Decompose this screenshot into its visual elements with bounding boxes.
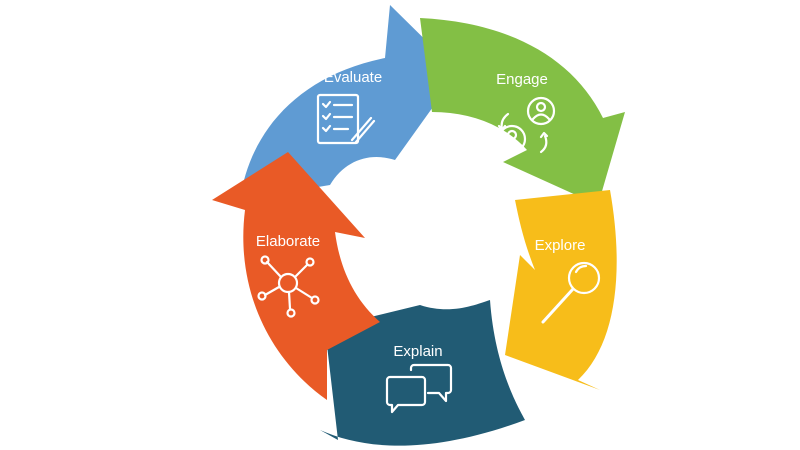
segment-engage: Engage	[420, 18, 625, 205]
network-icon	[257, 255, 320, 318]
label-engage: Engage	[496, 71, 548, 88]
arrow-explore	[505, 190, 617, 390]
magnifier-icon	[541, 261, 601, 324]
arrow-explain	[320, 300, 525, 446]
segment-explore: Explore	[505, 190, 617, 390]
people-exchange-icon	[497, 96, 556, 154]
segment-explain: Explain	[320, 300, 525, 446]
arrow-evaluate	[240, 5, 458, 200]
segment-evaluate: Evaluate	[240, 5, 458, 200]
label-elaborate: Elaborate	[256, 233, 320, 250]
label-explain: Explain	[393, 343, 442, 360]
segment-elaborate: Elaborate	[212, 152, 380, 400]
arrow-engage	[420, 18, 625, 205]
label-evaluate: Evaluate	[324, 69, 382, 86]
checklist-icon	[316, 93, 376, 145]
label-explore: Explore	[535, 237, 586, 254]
speech-bubbles-icon	[385, 363, 453, 414]
